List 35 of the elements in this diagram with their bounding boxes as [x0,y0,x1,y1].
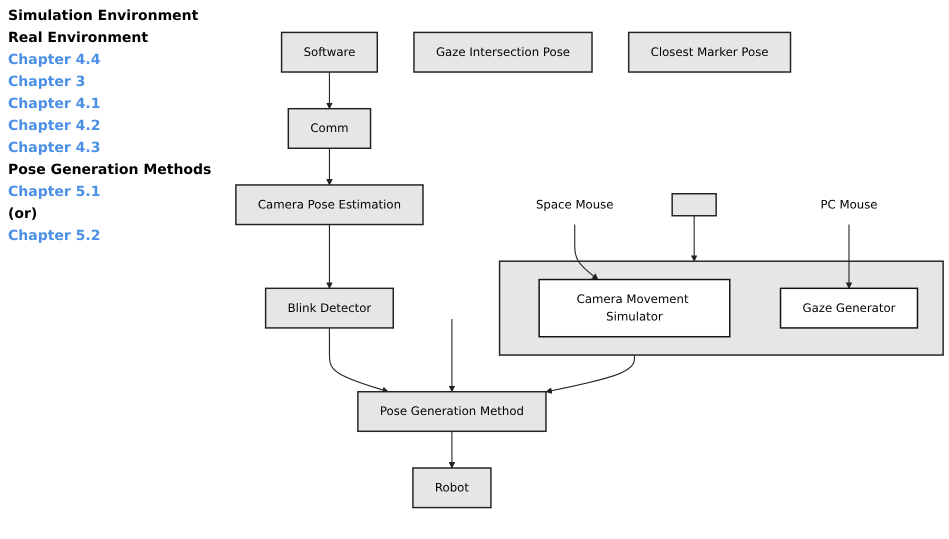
node-box: Comm [288,107,372,149]
arrow [448,318,456,392]
chapter-label: Chapter 3 [8,74,86,90]
node-box: Closest Marker Pose [628,31,792,72]
cluster [498,260,944,356]
arrow [448,430,456,468]
node-text: PC Mouse [820,196,878,211]
section-heading: Simulation Environment [8,8,200,24]
chapter-label: Chapter 5.1 [8,184,102,200]
arrow [326,72,333,108]
section-heading: (or) [8,206,38,222]
node-box: Software [280,31,378,72]
arrow [846,224,852,288]
node-box: Blink Detector [264,287,394,328]
node-box: Robot [412,466,492,508]
node-box: Pose Generation Method [357,390,547,432]
arrow [326,224,333,288]
chapter-label: Chapter 4.4 [8,52,102,68]
node-box: Camera Movement Simulator [538,278,730,337]
node-box: Gaze Intersection Pose [413,31,593,72]
chapter-label: Chapter 4.3 [8,140,102,156]
chapter-label: Chapter 4.2 [8,118,102,134]
arrow [546,354,635,394]
arrow [574,224,598,280]
node-box [671,192,717,216]
node-box: Gaze Generator [780,287,918,328]
section-heading: Real Environment [8,30,150,46]
chapter-label: Chapter 4.1 [8,96,102,112]
chapter-label: Chapter 5.2 [8,228,102,244]
arrow [690,215,698,261]
node-text: Space Mouse [536,196,614,211]
arrow [326,148,333,185]
arrow [328,327,389,393]
node-box: Camera Pose Estimation [235,184,424,225]
section-heading: Pose Generation Methods [8,162,212,178]
